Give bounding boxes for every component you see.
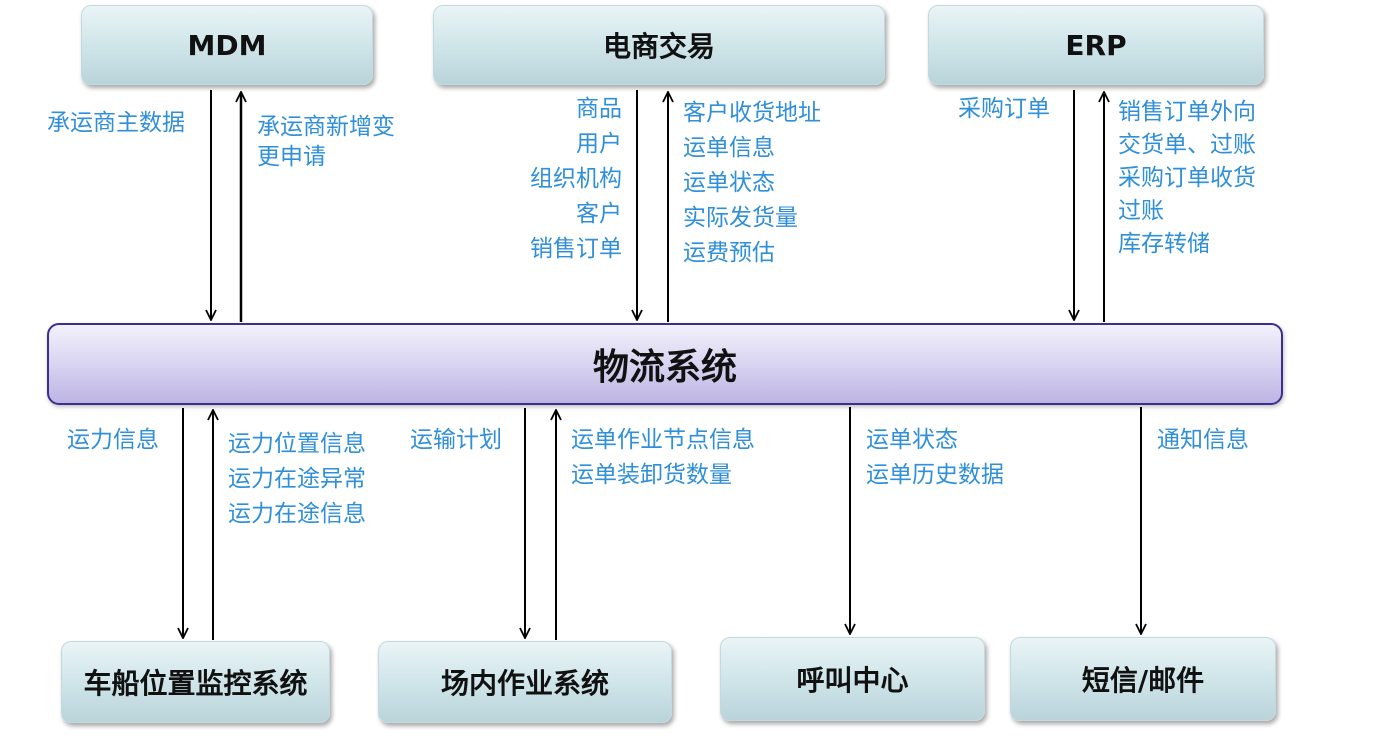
flow-label: 销售订单外向 (1118, 99, 1256, 125)
flow-label: 用户 (576, 131, 622, 157)
erp-down-labels: 采购订单 (958, 92, 1050, 127)
ecommerce-box: 电商交易 (433, 5, 885, 85)
yard-ops-box: 场内作业系统 (378, 641, 672, 723)
flow-label: 通知信息 (1157, 427, 1249, 453)
flow-label: 运输计划 (410, 427, 502, 453)
flow-label: 交货单、过账 (1118, 132, 1256, 158)
flow-label: 客户 (576, 201, 622, 227)
vessel-monitor-box: 车船位置监控系统 (61, 641, 330, 723)
sms-mail-label: 短信/邮件 (1081, 664, 1205, 697)
flow-label: 承运商新增变 (257, 114, 395, 140)
logistics-system-box: 物流系统 (47, 323, 1283, 405)
flow-label: 运单装卸货数量 (571, 462, 732, 488)
flow-label: 运力信息 (67, 427, 159, 453)
flow-label: 运单信息 (683, 135, 775, 161)
erp-up-labels: 销售订单外向 交货单、过账 采购订单收货 过账 库存转储 (1118, 96, 1256, 261)
flow-label: 运费预估 (683, 240, 775, 266)
vessel-monitor-label: 车船位置监控系统 (83, 667, 308, 700)
flow-label: 运单作业节点信息 (571, 427, 755, 453)
yard-down-labels: 运输计划 (410, 423, 502, 458)
mdm-up-labels: 承运商新增变 更申请 (257, 112, 395, 172)
vessel-up-labels: 运力位置信息 运力在途异常 运力在途信息 (228, 427, 366, 532)
mdm-box: MDM (81, 5, 373, 85)
flow-label: 组织机构 (530, 166, 622, 192)
sms-mail-box: 短信/邮件 (1010, 637, 1276, 721)
flow-label: 运单历史数据 (866, 462, 1004, 488)
flow-label: 客户收货地址 (683, 100, 821, 126)
ecommerce-label: 电商交易 (602, 30, 715, 63)
flow-label: 采购订单收货 (1118, 165, 1256, 191)
vessel-down-labels: 运力信息 (67, 423, 159, 458)
yard-ops-label: 场内作业系统 (440, 667, 609, 700)
yard-up-labels: 运单作业节点信息 运单装卸货数量 (571, 423, 755, 493)
flow-label: 更申请 (257, 144, 326, 170)
mdm-label: MDM (187, 28, 267, 62)
sms-down-labels: 通知信息 (1157, 423, 1249, 458)
logistics-system-label: 物流系统 (592, 347, 737, 388)
flow-label: 过账 (1118, 198, 1164, 224)
call-center-box: 呼叫中心 (720, 637, 985, 721)
call-center-label: 呼叫中心 (796, 664, 909, 697)
erp-box: ERP (928, 5, 1264, 85)
flow-label: 运力位置信息 (228, 431, 366, 457)
ec-up-labels: 客户收货地址 运单信息 运单状态 实际发货量 运费预估 (683, 96, 821, 271)
erp-label: ERP (1065, 28, 1127, 62)
flow-label: 运单状态 (866, 427, 958, 453)
flow-label: 销售订单 (530, 236, 622, 262)
flow-label: 运单状态 (683, 170, 775, 196)
flow-label: 库存转储 (1118, 231, 1210, 257)
flow-label: 承运商主数据 (47, 110, 185, 136)
call-down-labels: 运单状态 运单历史数据 (866, 423, 1004, 493)
flow-label: 采购订单 (958, 96, 1050, 122)
flow-label: 运力在途异常 (228, 466, 366, 492)
flow-label: 运力在途信息 (228, 501, 366, 527)
ec-down-labels: 商品 用户 组织机构 客户 销售订单 (530, 92, 622, 267)
flow-label: 实际发货量 (683, 205, 798, 231)
flow-label: 商品 (576, 96, 622, 122)
mdm-down-labels: 承运商主数据 (47, 106, 185, 141)
